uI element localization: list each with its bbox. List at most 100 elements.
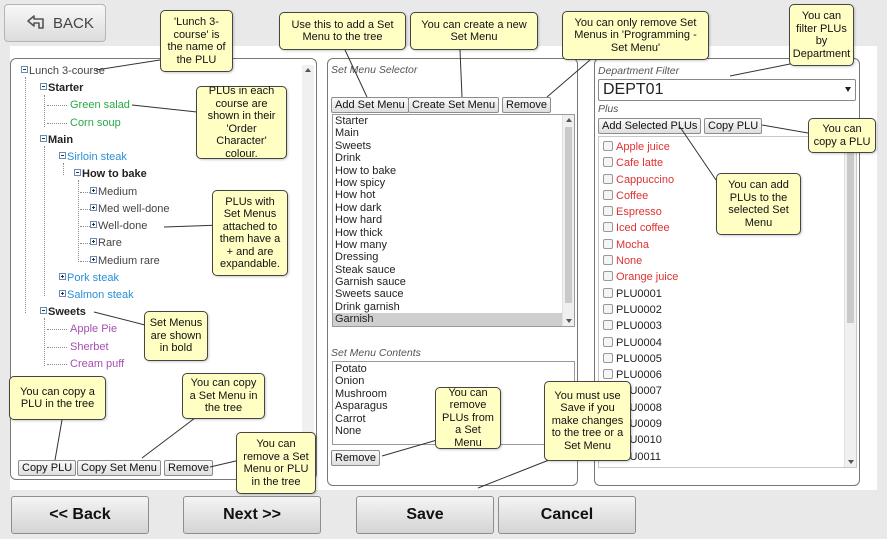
set-menu-content-item[interactable]: Carrot [335, 412, 366, 425]
add-selected-plus-button[interactable]: Add Selected PLUs [598, 118, 702, 134]
plu-list-item[interactable]: PLU0007 [603, 383, 856, 399]
expand-icon[interactable] [59, 273, 66, 280]
collapse-icon[interactable] [40, 135, 47, 142]
tree-plu-corn-soup[interactable]: Corn soup [70, 117, 121, 129]
tree-plu-apple-pie[interactable]: Apple Pie [70, 323, 118, 335]
back-button-top[interactable]: BACK [4, 4, 106, 42]
set-menu-content-item[interactable]: Onion [335, 375, 365, 388]
set-menu-list-item[interactable]: Sweets sauce [335, 288, 404, 301]
plu-list-item[interactable]: PLU0002 [603, 302, 856, 318]
tree-plu-medium-rare[interactable]: Medium rare [90, 255, 160, 268]
remove-set-menu-button[interactable]: Remove [502, 97, 551, 113]
plu-checkbox[interactable] [603, 238, 613, 249]
tree-plu-medium[interactable]: Medium [90, 186, 137, 199]
set-menu-list-item[interactable]: How many [335, 238, 387, 251]
tree-plu-rare[interactable]: Rare [90, 237, 122, 250]
plu-list-item[interactable]: Cafe latte [603, 155, 856, 171]
set-menu-list-item[interactable]: How thick [335, 226, 383, 239]
collapse-icon[interactable] [40, 83, 47, 90]
set-menu-list-item[interactable]: Garnish [333, 313, 574, 326]
plu-list-item[interactable]: PLU0004 [603, 335, 856, 351]
add-set-menu-button[interactable]: Add Set Menu [331, 97, 409, 113]
plu-list-item[interactable]: PLU0011 [603, 449, 856, 465]
plu-list-item[interactable]: Mocha [603, 237, 856, 253]
tree-setmenu-main[interactable]: Main [40, 134, 73, 147]
set-menu-list-item[interactable]: Drink [335, 152, 361, 165]
plu-list-item[interactable]: Cappuccino [603, 172, 856, 188]
cancel-button[interactable]: Cancel [498, 496, 636, 534]
plu-list-item[interactable]: PLU0010 [603, 432, 856, 448]
tree-remove-button[interactable]: Remove [164, 460, 213, 476]
plu-checkbox[interactable] [603, 222, 613, 233]
plu-list-item[interactable]: Coffee [603, 188, 856, 204]
plu-checkbox[interactable] [603, 303, 613, 314]
plu-checkbox[interactable] [603, 189, 613, 200]
back-button[interactable]: << Back [11, 496, 149, 534]
tree-plu-med-well[interactable]: Med well-done [90, 203, 170, 216]
plu-checkbox[interactable] [603, 320, 613, 331]
plu-checkbox[interactable] [603, 255, 613, 266]
plu-list-item[interactable]: PLU0006 [603, 367, 856, 383]
plu-list-item[interactable]: Orange juice [603, 269, 856, 285]
tree-setmenu-sweets[interactable]: Sweets [40, 306, 86, 319]
set-menu-list-item[interactable]: Dressing [335, 251, 379, 264]
collapse-icon[interactable] [21, 66, 28, 73]
tree-plu-cream-puff[interactable]: Cream puff [70, 358, 125, 370]
plu-list-item[interactable]: Iced coffee [603, 220, 856, 236]
set-menu-list-item[interactable]: Main [335, 127, 359, 140]
create-set-menu-button[interactable]: Create Set Menu [408, 97, 500, 113]
plu-checkbox[interactable] [603, 173, 613, 184]
plu-list-item[interactable]: Apple juice [603, 139, 856, 155]
set-menu-list-item[interactable]: How hard [335, 214, 383, 227]
collapse-icon[interactable] [74, 169, 81, 176]
set-menu-content-item[interactable]: Mushroom [335, 387, 387, 400]
collapse-icon[interactable] [59, 152, 66, 159]
tree-setmenu-starter[interactable]: Starter [40, 82, 83, 95]
tree-plu-green-salad[interactable]: Green salad [70, 99, 130, 111]
plu-checkbox[interactable] [603, 369, 613, 380]
plu-scrollbar[interactable] [844, 137, 856, 467]
plu-checkbox[interactable] [603, 206, 613, 217]
tree-plu-well-done[interactable]: Well-done [90, 220, 147, 233]
copy-plu-button[interactable]: Copy PLU [18, 460, 77, 476]
plu-list-item[interactable]: PLU0008 [603, 400, 856, 416]
set-menu-scrollbar[interactable] [562, 115, 574, 326]
expand-icon[interactable] [59, 290, 66, 297]
plu-list-item[interactable]: Espresso [603, 204, 856, 220]
next-button[interactable]: Next >> [183, 496, 321, 534]
plu-checkbox[interactable] [603, 287, 613, 298]
plu-list-item[interactable]: PLU0005 [603, 351, 856, 367]
tree-plu-sherbet[interactable]: Sherbet [70, 341, 109, 353]
expand-icon[interactable] [90, 256, 97, 263]
set-menu-content-item[interactable]: None [335, 424, 362, 437]
save-button[interactable]: Save [356, 496, 494, 534]
set-menu-list-item[interactable]: How dark [335, 201, 382, 214]
set-menu-content-item[interactable]: Asparagus [335, 400, 388, 413]
plu-checkbox[interactable] [603, 271, 613, 282]
tree-root[interactable]: Lunch 3-course [21, 65, 105, 78]
expand-icon[interactable] [90, 204, 97, 211]
collapse-icon[interactable] [40, 307, 47, 314]
tree-plu-pork[interactable]: Pork steak [59, 272, 119, 285]
tree-plu-salmon[interactable]: Salmon steak [59, 289, 134, 302]
copy-set-menu-button[interactable]: Copy Set Menu [77, 460, 161, 476]
plu-checkbox[interactable] [603, 157, 613, 168]
tree-scrollbar[interactable] [302, 65, 314, 455]
expand-icon[interactable] [90, 238, 97, 245]
plu-list-item[interactable]: None [603, 253, 856, 269]
set-menu-list-item[interactable]: Drink garnish [335, 300, 400, 313]
plu-list-item[interactable]: PLU0001 [603, 286, 856, 302]
set-menu-content-item[interactable]: Potato [335, 363, 367, 375]
set-menu-list-item[interactable]: How to bake [335, 164, 397, 177]
contents-remove-button[interactable]: Remove [331, 450, 380, 466]
copy-plu-right-button[interactable]: Copy PLU [704, 118, 763, 134]
plu-checkbox[interactable] [603, 336, 613, 347]
plu-list-item[interactable]: PLU0009 [603, 416, 856, 432]
tree-plu-sirloin[interactable]: Sirloin steak [59, 151, 127, 164]
expand-icon[interactable] [90, 187, 97, 194]
set-menu-list-item[interactable]: Garnish sauce [335, 276, 406, 289]
tree-setmenu-how-to-bake[interactable]: How to bake [74, 168, 147, 181]
plu-checkbox[interactable] [603, 352, 613, 363]
set-menu-list-item[interactable]: How spicy [335, 176, 386, 189]
set-menu-list-item[interactable]: How hot [335, 189, 376, 202]
